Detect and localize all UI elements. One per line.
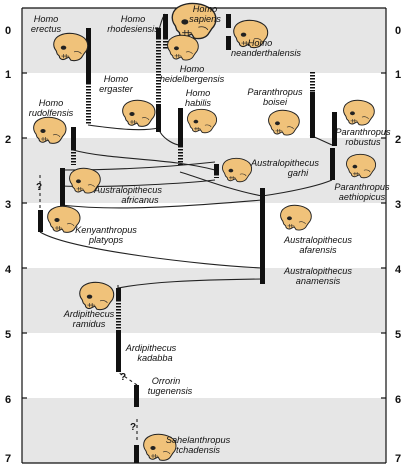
bar-sahelanthropus-tchadensis (134, 445, 139, 463)
bar-paranthropus-robustus (332, 112, 337, 146)
lineage-erectus-heidelberg (87, 124, 159, 131)
tick-left-3: 3 (5, 199, 11, 211)
bar-kenyanthropus-platyops (38, 210, 43, 232)
bar-orrorin-tugenensis (134, 385, 139, 407)
lineage-orrorin-kadabba (117, 371, 138, 386)
bar-homo-neanderthalensis (226, 36, 231, 50)
tick-left-4: 4 (5, 264, 12, 276)
band-6-7 (22, 398, 386, 463)
question-sahelanthropus: ? (130, 422, 136, 433)
right-tick-labels: 0 1 2 3 4 5 6 7 (395, 25, 402, 465)
bar-paranthropus-aethiopicus (330, 148, 335, 180)
question-kenyanthropus: ? (36, 182, 42, 193)
question-orrorin: ? (120, 372, 126, 383)
tick-right-4: 4 (395, 264, 402, 276)
hatched-ranges (60, 38, 315, 330)
bar-australopithecus-anamensis (260, 268, 265, 284)
tick-left-1: 1 (5, 69, 11, 81)
tick-right-2: 2 (395, 134, 401, 146)
skull-paranthropus-robustus-icon (343, 99, 375, 126)
bar-australopithecus-garhi (214, 164, 219, 174)
bar-homo-erectus (86, 28, 91, 83)
bar-homo-sapiens (226, 14, 231, 28)
tick-left-2: 2 (5, 134, 11, 146)
bar-homo-heidelbergensis (156, 28, 161, 38)
bar-ardipithecus-ramidus (116, 288, 121, 300)
lineage-ramidus-anamensis (117, 278, 263, 289)
lineage-afarensis-homo (179, 171, 263, 197)
bar-ardipithecus-kadabba (116, 330, 121, 372)
bar-australopithecus-africanus (60, 168, 65, 208)
tick-right-0: 0 (395, 25, 401, 37)
bar-australopithecus-afarensis (260, 188, 265, 268)
lineage-afarensis-africanus (61, 199, 263, 209)
bar-homo-rhodesiensis (163, 14, 168, 38)
skull-paranthropus-boisei-icon (268, 109, 300, 136)
question-marks: ? ? ? (36, 182, 136, 433)
uncertain-lineages (39, 175, 119, 288)
tick-marks (22, 72, 386, 399)
tick-right-7: 7 (395, 453, 401, 465)
bar-homo-habilis (178, 108, 183, 146)
skull-homo-habilis-icon (187, 108, 218, 134)
skull-australopithecus-afarensis-icon (280, 204, 312, 231)
tick-right-6: 6 (395, 394, 401, 406)
tick-left-5: 5 (5, 329, 11, 341)
bar-homo-ergaster (156, 104, 161, 132)
left-tick-labels: 0 1 2 3 4 5 6 7 (5, 25, 12, 465)
tick-left-0: 0 (5, 25, 11, 37)
tick-left-6: 6 (5, 394, 11, 406)
tick-left-7: 7 (5, 453, 11, 465)
tick-right-5: 5 (395, 329, 401, 341)
tick-right-1: 1 (395, 69, 401, 81)
lineage-rudolfensis-habilis (72, 149, 216, 171)
range-bars (38, 14, 337, 463)
bar-paranthropus-boisei (310, 92, 315, 138)
bar-homo-rudolfensis (71, 127, 76, 149)
lineage-afarensis-aethiopicus (261, 179, 333, 197)
skull-homo-ergaster-icon (122, 99, 156, 127)
lineage-anamensis-kenyanthropus (39, 231, 263, 269)
tick-right-3: 3 (395, 199, 401, 211)
